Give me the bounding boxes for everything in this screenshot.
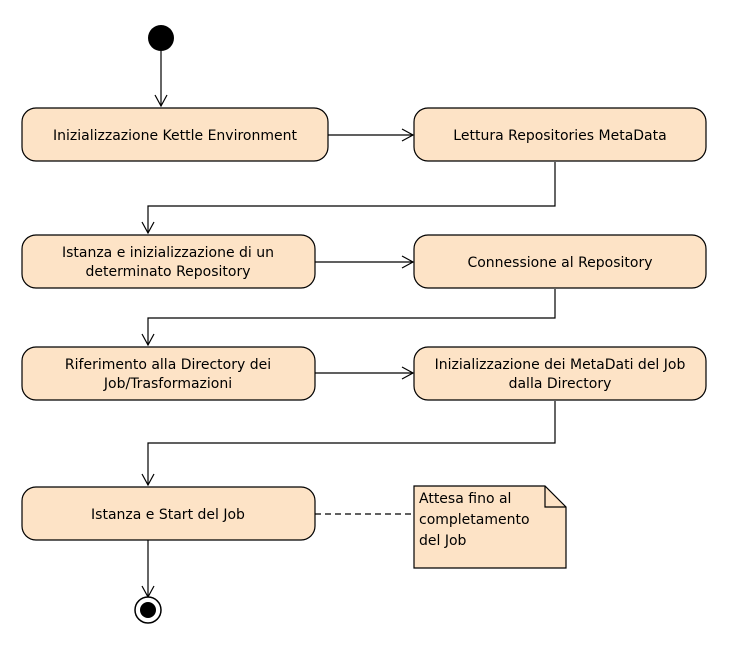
- initial-node: [148, 25, 174, 51]
- flow-a4-to-a5: [141, 289, 556, 347]
- action-label: Connessione al Repository: [467, 255, 652, 271]
- action-label: determinato Repository: [85, 264, 250, 280]
- action-label: Lettura Repositories MetaData: [453, 128, 666, 144]
- action-label: dalla Directory: [509, 376, 612, 392]
- action-node: Istanza e inizializzazione di un determi…: [21, 234, 316, 289]
- action-label: Istanza e inizializzazione di un: [62, 245, 274, 261]
- action-node: Istanza e Start del Job: [21, 486, 316, 541]
- note: Attesa fino al completamento del Job: [413, 485, 567, 569]
- action-node: Riferimento alla Directory dei Job/Trasf…: [21, 346, 316, 401]
- action-node: Connessione al Repository: [413, 234, 707, 289]
- note-text: del Job: [419, 533, 467, 549]
- action-node: Lettura Repositories MetaData: [413, 107, 707, 162]
- action-node: Inizializzazione Kettle Environment: [21, 107, 329, 162]
- note-text: completamento: [419, 512, 530, 528]
- flows: [141, 51, 556, 599]
- flow-a6-to-a7: [141, 401, 556, 487]
- action-label: Istanza e Start del Job: [91, 507, 245, 523]
- action-label: Job/Trasformazioni: [103, 376, 232, 392]
- action-node: Inizializzazione dei MetaDati del Job da…: [413, 346, 707, 401]
- final-node: [134, 596, 162, 624]
- action-label: Inizializzazione dei MetaDati del Job: [435, 357, 686, 373]
- action-label: Inizializzazione Kettle Environment: [53, 128, 297, 144]
- action-label: Riferimento alla Directory dei: [65, 357, 271, 373]
- note-text: Attesa fino al: [419, 491, 511, 507]
- flow-a2-to-a3: [141, 162, 556, 235]
